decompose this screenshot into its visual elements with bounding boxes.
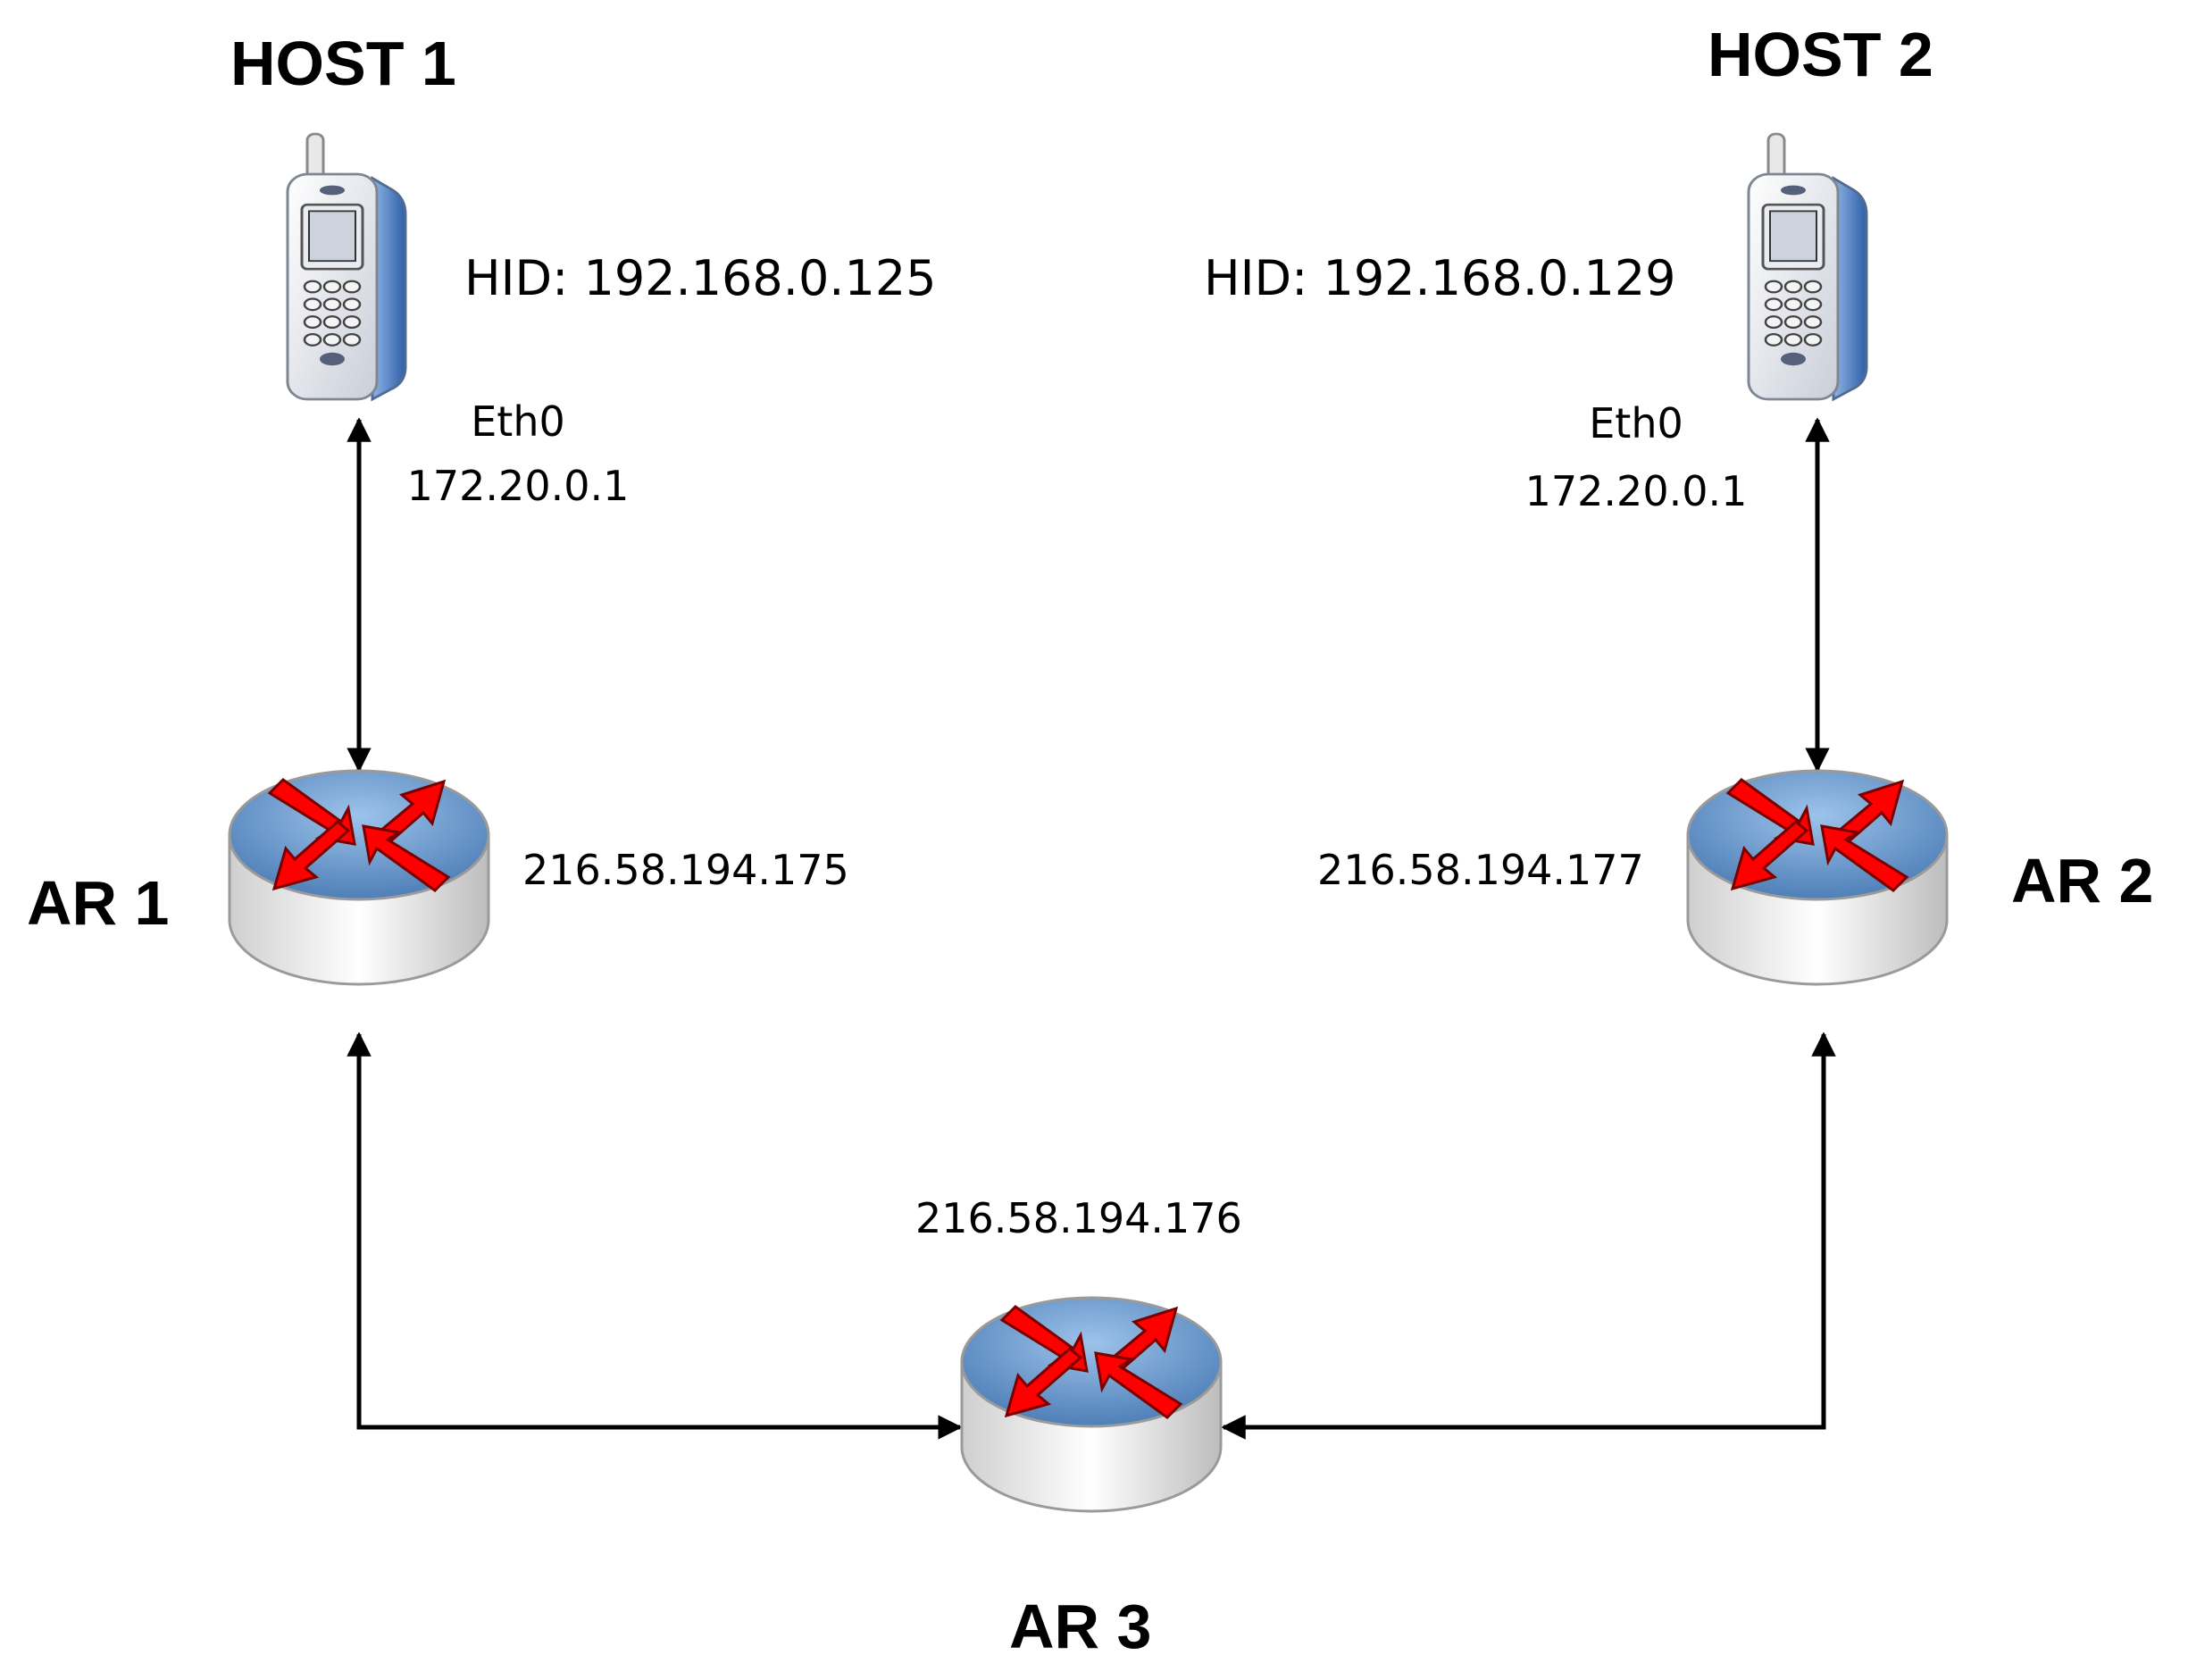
host-hid: HID: 192.168.0.125	[464, 250, 937, 306]
host-hid: HID: 192.168.0.129	[1204, 250, 1676, 306]
phone-icon	[1747, 132, 1868, 401]
phone-icon	[286, 132, 407, 401]
host-interface: Eth0	[1589, 399, 1683, 447]
router-ip: 216.58.194.175	[522, 846, 849, 894]
host-title: HOST 1	[230, 29, 456, 98]
host-title: HOST 2	[1708, 20, 1933, 89]
router-ip: 216.58.194.176	[915, 1194, 1242, 1242]
host-interface-ip: 172.20.0.1	[407, 462, 630, 510]
host-interface-ip: 172.20.0.1	[1525, 467, 1748, 515]
host-interface: Eth0	[471, 397, 565, 446]
host-2: HOST 2 HID: 192.168.0.129 Eth0 172.20.0.…	[1204, 20, 1933, 515]
link-ar2-ar3	[1221, 1032, 1836, 1440]
router-icon	[228, 769, 490, 986]
router-title: AR 1	[27, 868, 169, 938]
router-title: AR 3	[1009, 1592, 1151, 1661]
router-icon	[960, 1296, 1223, 1513]
router-ar2: AR 2 216.58.194.177	[1317, 769, 2153, 986]
router-ar3: AR 3 216.58.194.176	[915, 1194, 1242, 1661]
link-ar1-ar3	[347, 1032, 963, 1440]
router-ar1: AR 1 216.58.194.175	[27, 769, 849, 986]
router-ip: 216.58.194.177	[1317, 846, 1644, 894]
host-1: HOST 1 HID: 192.168.0.125 Eth0 172.20.0.…	[230, 29, 937, 510]
router-icon	[1686, 769, 1949, 986]
links	[347, 417, 1836, 1440]
router-title: AR 2	[2011, 846, 2153, 915]
